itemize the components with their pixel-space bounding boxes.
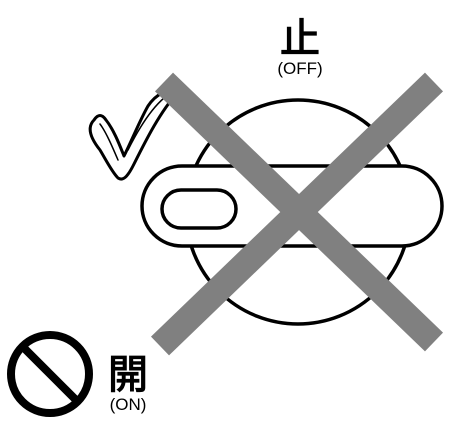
handle-knob [160,188,238,230]
off-text-label: (OFF) [277,59,322,78]
off-kanji-label: 止 [280,16,320,62]
no-entry-icon [7,331,93,417]
on-text-label: (ON) [110,395,147,414]
x-mark-icon [150,72,444,356]
check-icon [88,89,180,181]
on-kanji-label: 開 [108,352,148,398]
